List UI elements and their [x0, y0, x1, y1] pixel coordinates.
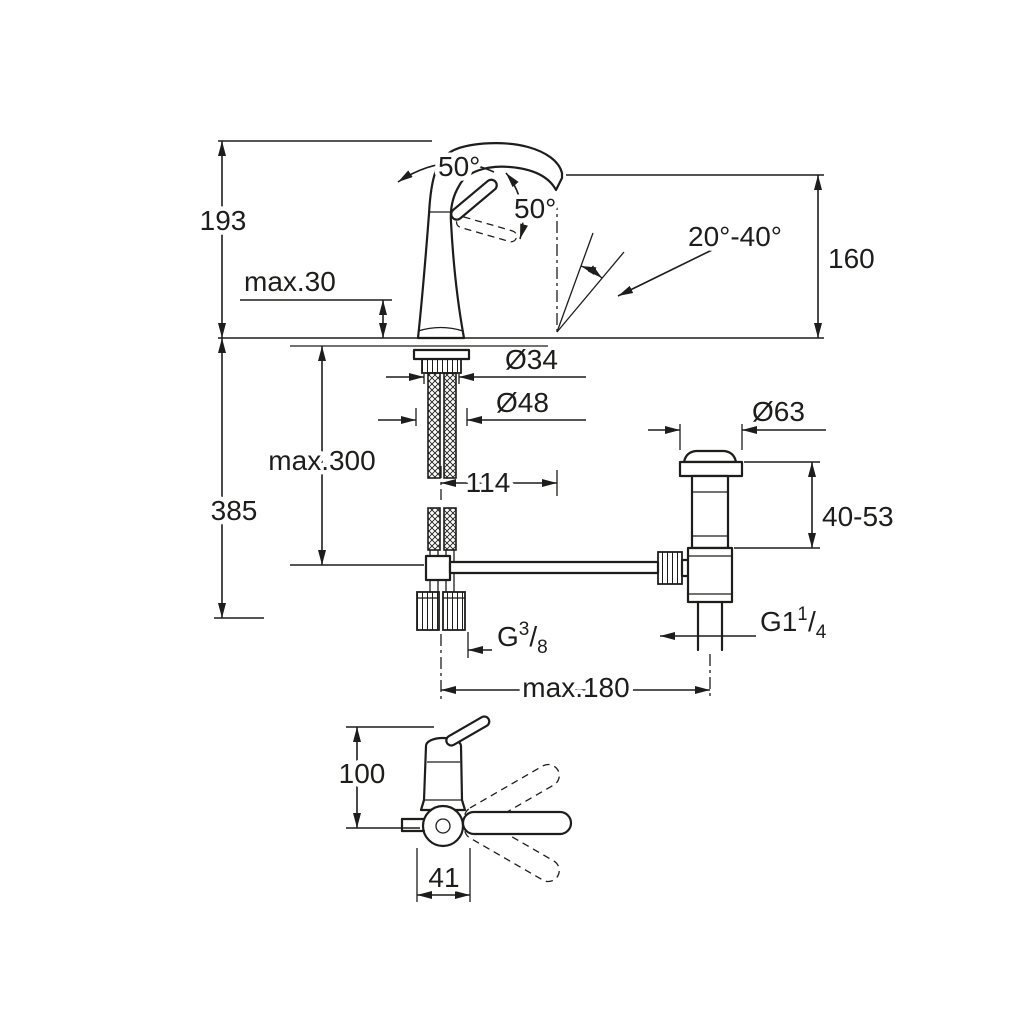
- dim-dia48: Ø48: [378, 387, 586, 426]
- dim-swivel-range: 20°-40°: [617, 217, 787, 297]
- dim-100-label: 100: [339, 758, 386, 789]
- waste-lower-body: [686, 546, 734, 604]
- side-top-lever: [445, 715, 491, 747]
- dim-114: 114: [440, 463, 558, 503]
- dim-160-label: 160: [828, 243, 875, 274]
- dim-100: 100: [334, 726, 434, 829]
- base-collar-line: [417, 326, 464, 332]
- dim-max30-label: max.30: [244, 266, 336, 297]
- mounting-hardware: [412, 348, 471, 374]
- dim-385: 385: [206, 338, 264, 619]
- hose-connectors: [416, 591, 466, 631]
- dim-max300: max.300: [264, 346, 424, 566]
- dim-max300-label: max.300: [268, 445, 375, 476]
- dim-g114: G11/4: [660, 600, 831, 648]
- side-spout-outlet: [421, 804, 465, 848]
- dim-40-53-label: 40-53: [822, 501, 894, 532]
- dim-dia63: Ø63: [648, 396, 826, 450]
- side-spout-inner: [435, 818, 451, 834]
- dim-40-53: 40-53: [734, 461, 894, 549]
- dim-dia34-label: Ø34: [505, 344, 558, 375]
- side-view: [400, 715, 573, 883]
- handle-lever-dashed: [455, 216, 518, 243]
- dim-160: 160: [566, 174, 875, 338]
- dim-g38: G3/8: [467, 615, 552, 663]
- side-lever-solid: [461, 810, 573, 836]
- dim-41-label: 41: [428, 862, 459, 893]
- dim-spout-angle: 50°: [397, 147, 495, 187]
- dimensions: 193 385 max.30 50° 50° 20°-40°: [195, 140, 894, 902]
- side-aerator-stub: [400, 817, 426, 833]
- dim-g114-label: G11/4: [760, 604, 827, 643]
- faucet-body: [416, 142, 564, 340]
- swivel-indicator: [556, 198, 625, 334]
- waste-knob: [657, 551, 683, 585]
- waste-upper-body: [690, 474, 730, 550]
- handle-swing-arc: [505, 172, 528, 240]
- popup-rod: [424, 554, 660, 582]
- dim-193-label: 193: [200, 205, 247, 236]
- dim-max30: max.30: [240, 266, 392, 338]
- waste-plug: [682, 449, 738, 464]
- waste-tailpipe: [696, 600, 724, 652]
- front-view: [218, 142, 824, 631]
- supply-hoses: [427, 372, 457, 592]
- dim-385-label: 385: [211, 495, 258, 526]
- dim-dia48-label: Ø48: [496, 387, 549, 418]
- waste-flange: [678, 460, 744, 478]
- dim-g38-label: G3/8: [497, 619, 548, 658]
- side-body-column: [419, 736, 467, 812]
- dim-41: 41: [416, 848, 471, 902]
- dim-spout-angle-label: 50°: [438, 151, 480, 182]
- dim-114-label: 114: [466, 467, 511, 498]
- dim-max180: max.180: [440, 634, 711, 708]
- dim-dia34: Ø34: [386, 344, 586, 384]
- dim-max180-label: max.180: [522, 672, 629, 703]
- dim-handle-angle-label: 50°: [514, 193, 556, 224]
- dim-swivel-range-label: 20°-40°: [688, 221, 782, 252]
- dim-dia63-label: Ø63: [752, 396, 805, 427]
- popup-waste: [657, 449, 744, 652]
- dim-193: 193: [195, 140, 432, 338]
